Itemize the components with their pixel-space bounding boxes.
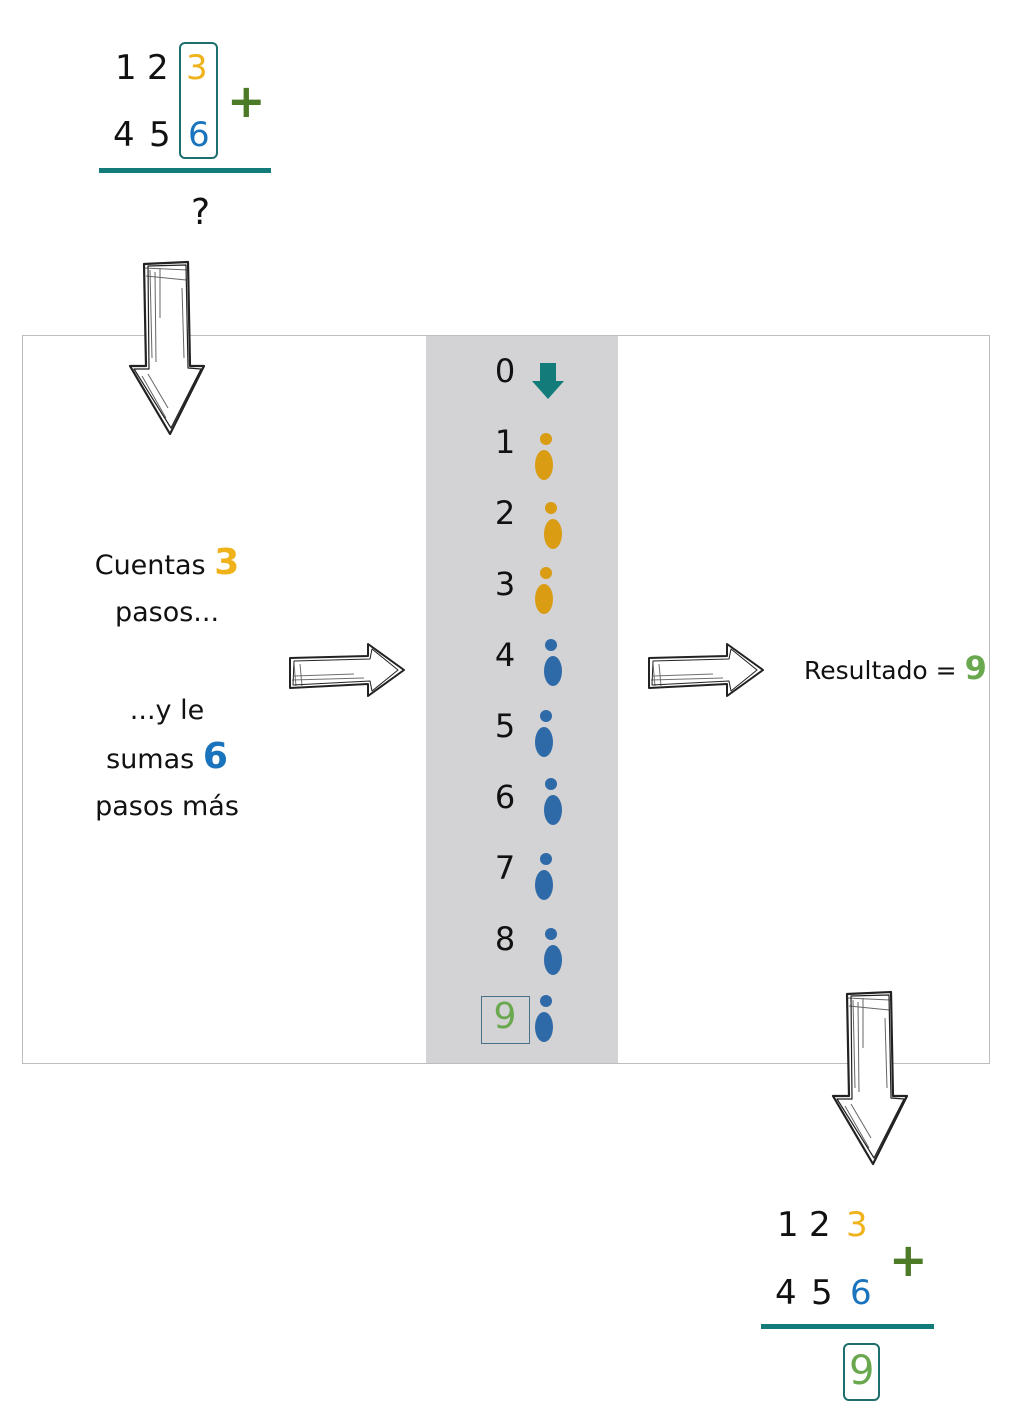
sketch-right-arrow-icon — [648, 643, 764, 697]
top-sum-row2-units: 6 — [188, 115, 210, 155]
result-value: 9 — [964, 649, 987, 687]
unknown-result: ? — [191, 192, 211, 233]
top-sum-row1-units: 3 — [186, 48, 208, 88]
bottom-sum-row2-hundreds: 4 — [775, 1273, 797, 1313]
step-number: 2 — [494, 494, 516, 532]
top-sum-row1-tens: 2 — [147, 48, 169, 88]
bottom-sum-row1-hundreds: 1 — [777, 1205, 799, 1245]
bottom-sum-row1-tens: 2 — [809, 1205, 831, 1245]
step-number: 6 — [494, 778, 516, 816]
step-number: 4 — [494, 636, 516, 674]
top-sum-row2-hundreds: 4 — [113, 115, 135, 155]
step-number: 7 — [494, 849, 516, 887]
units-column-highlight — [179, 42, 218, 159]
sketch-right-arrow-icon — [289, 643, 405, 697]
count-first-label: Cuentas — [94, 550, 206, 581]
bottom-sum-row2-tens: 5 — [811, 1273, 833, 1313]
footprint-icon — [535, 853, 553, 900]
steps-label-1: pasos... — [114, 597, 220, 628]
add-second-label: sumas — [106, 744, 195, 775]
result-label: Resultado = — [804, 656, 957, 685]
plus-sign: + — [227, 74, 266, 128]
sketch-down-arrow-icon — [831, 990, 909, 1166]
footprint-icon — [544, 502, 562, 549]
top-sum-row1-hundreds: 1 — [115, 48, 137, 88]
count-first-number: 3 — [214, 542, 240, 583]
footprint-icon — [535, 567, 553, 614]
step-number: 3 — [494, 565, 516, 603]
step-number: 8 — [494, 920, 516, 958]
plus-sign: + — [889, 1233, 928, 1287]
footprint-icon — [535, 710, 553, 757]
steps-label-2: pasos más — [95, 791, 239, 822]
count-first-text: Cuentas 3 — [47, 545, 287, 583]
add-second-number: 6 — [202, 736, 228, 777]
footprint-icon — [535, 995, 553, 1042]
footprint-icon — [535, 433, 553, 480]
and-add-text: ...y le — [129, 695, 205, 726]
sum-line — [99, 168, 271, 173]
bottom-sum-row1-units: 3 — [846, 1205, 868, 1245]
result-box — [843, 1343, 880, 1401]
sketch-down-arrow-icon — [128, 260, 206, 436]
bottom-sum-row2-units: 6 — [850, 1273, 872, 1313]
final-step-number: 9 — [493, 996, 517, 1037]
final-result: 9 — [849, 1348, 875, 1394]
footprint-icon — [544, 778, 562, 825]
final-step-box — [481, 996, 530, 1044]
step-number: 1 — [494, 423, 516, 461]
step-number: 0 — [494, 352, 516, 390]
sum-line — [761, 1324, 934, 1329]
teal-down-arrow-icon — [532, 363, 564, 399]
step-number: 5 — [494, 707, 516, 745]
result-text: Resultado = 9 — [804, 650, 987, 689]
footprint-icon — [544, 639, 562, 686]
top-sum-row2-tens: 5 — [149, 115, 171, 155]
counting-stripe — [426, 336, 618, 1063]
add-second-text: sumas 6 — [47, 739, 287, 777]
footprint-icon — [544, 928, 562, 975]
